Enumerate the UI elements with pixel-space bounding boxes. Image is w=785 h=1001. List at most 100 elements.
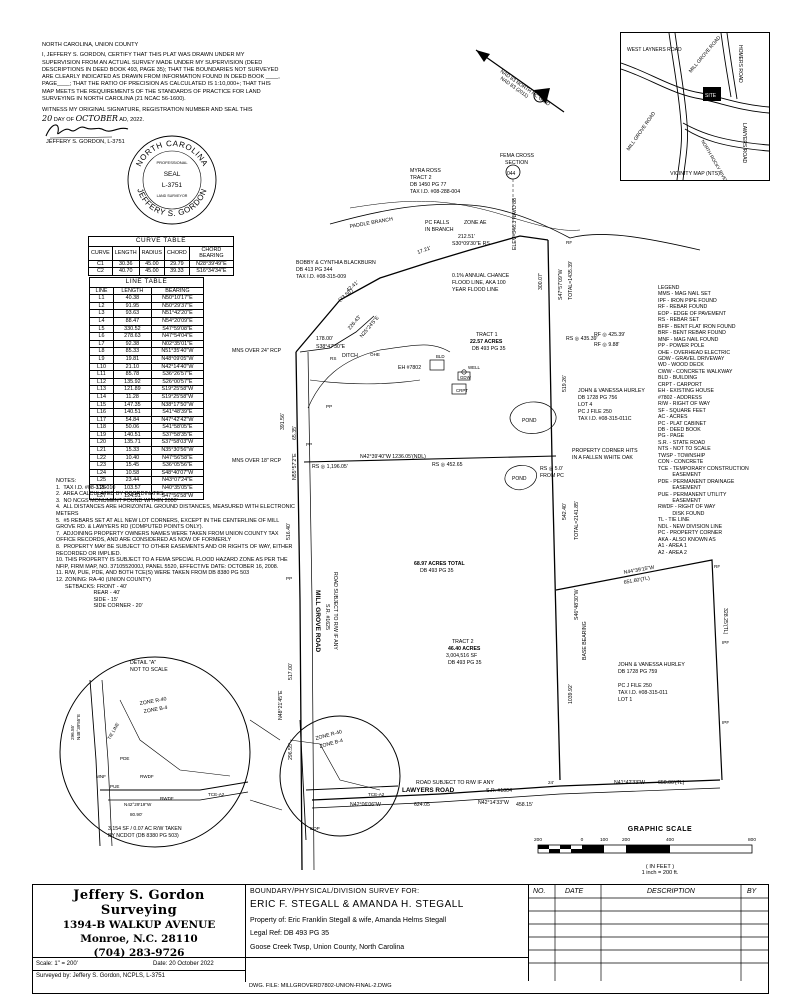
note-line: NOTES: <box>56 478 77 484</box>
rs-50: RS ◎ 5.0' <box>540 466 563 472</box>
seal-surveyor: LAND SURVEYOR <box>157 194 188 198</box>
carport-building <box>451 383 467 395</box>
legend-item: DISK FOUND <box>658 510 705 517</box>
detail-zone-r40: ZONE R-40 <box>139 696 167 707</box>
annual-chance-1: 0.1% ANNUAL CHANCE <box>452 273 510 279</box>
curve-table: CURVE TABLE CURVE LENGTH RADIUS CHORD CH… <box>88 236 235 276</box>
detail-mnf: MNF <box>96 774 106 779</box>
firm-address-2: Monroe, N.C. 28110 <box>80 933 198 945</box>
legend-item: EOP - EDGE OF PAVEMENT <box>658 310 727 317</box>
mill-grove-label: MILL GROVE ROAD <box>314 590 321 652</box>
scale-tick-label: 0 <box>581 837 584 843</box>
curve-header-cell: LENGTH <box>111 245 140 261</box>
detail-a-title: DETAIL "A" <box>130 660 156 666</box>
certificate-day: 20 <box>42 113 53 123</box>
certificate-state: NORTH CAROLINA, UNION COUNTY <box>42 42 139 48</box>
dist-458: 458.15' <box>516 802 533 808</box>
lawyers-road-label: LAWYERS ROAD <box>402 787 455 794</box>
graphic-scale: GRAPHIC SCALE 200 0 100 200 400 800 ( IN… <box>530 826 760 876</box>
hurley2-db: DB 1728 PG 759 <box>618 669 657 675</box>
graphic-scale-ratio: 1 inch = 200 ft. <box>641 870 679 876</box>
surveyed-by: Surveyed by: Jeffery S. Gordon, NCPLS, L… <box>36 973 165 979</box>
detail-pde: PDE <box>120 756 129 761</box>
tract2-acres: 46.40 ACRES <box>448 646 481 652</box>
dist-1721: 17.21' <box>417 245 432 255</box>
legend-item: BFIF - BENT FLAT IRON FOUND <box>658 323 736 330</box>
paddle-branch-label: PADDLE BRANCH <box>349 216 393 230</box>
ndl-line-label: N42°39'40"W 1236.05'(NDL) <box>360 454 426 460</box>
legend-item: SF - SQUARE FEET <box>658 407 706 414</box>
scale-tick-label: 200 <box>534 837 542 843</box>
bearing-n48-21: N48°21'45"E <box>278 690 284 720</box>
firm-name: Jeffery S. Gordon Surveying <box>73 888 205 918</box>
hurley2-tax: TAX I.D. #08-315-011 <box>618 690 668 696</box>
dist-519: 519.26' <box>562 375 568 392</box>
date-label: Date: 20 October 2022 <box>153 961 214 967</box>
legend-item: R/W - RIGHT OF WAY <box>658 401 711 408</box>
detail-b-circle <box>279 715 401 837</box>
detail-bearing: N42°29'19"W <box>124 802 152 807</box>
blackburn-db: DB 413 PG 344 <box>296 267 332 273</box>
rf-marker: RF <box>566 240 572 245</box>
mill-grove-rw: ROAD SUBJECT TO R/W IF ANY <box>332 572 338 650</box>
ipf-marker: IPF <box>722 640 729 645</box>
tract2-db: DB 493 PG 35 <box>448 660 482 666</box>
firm-address-1: 1394-B WALKUP AVENUE <box>62 919 216 931</box>
scale-tick-label: 100 <box>600 837 608 843</box>
blackburn-label: BOBBY & CYNTHIA BLACKBURN <box>296 260 376 266</box>
detail-tce-a2: TCE-A2 <box>208 792 225 797</box>
vicinity-label-lawyers: LAWYERS ROAD <box>741 123 747 163</box>
east-boundary <box>547 239 561 781</box>
surveyed-row: Surveyed by: Jeffery S. Gordon, NCPLS, L… <box>33 971 246 982</box>
ohe-label: OHE <box>370 352 380 357</box>
detail-taken-1: 3,154 SF / 0.07 AC R/W TAKEN <box>108 826 182 832</box>
vicinity-map-caption: VICINITY MAP (NTS) <box>670 171 720 177</box>
north-boundary <box>295 235 549 353</box>
pp-marker: PP <box>326 404 332 409</box>
dist-542: 542.40' <box>562 503 568 520</box>
rf-425: RF ◎ 425.39' <box>594 332 625 338</box>
dist-300: 300.07' <box>538 273 544 290</box>
note-line: 3. NO NCGS MONUMENT FOUND WITHIN 2000' <box>56 497 178 504</box>
legend-item: EASEMENT <box>658 472 701 479</box>
hurley1-db: DB 1728 PG 756 <box>578 395 617 401</box>
eop-label: EOP <box>310 826 320 831</box>
firm-phone: (704) 283-9726 <box>93 947 185 959</box>
note-line: 12. ZONING: RA-40 (UNION COUNTY) <box>56 576 151 583</box>
rs-452: RS ◎ 452.65 <box>432 462 463 468</box>
graphic-scale-title: GRAPHIC SCALE <box>627 826 693 833</box>
location: Goose Creek Twsp, Union County, North Ca… <box>250 944 405 951</box>
line-table-cell: S47°56'58"W <box>150 491 205 501</box>
dist-650: 650.06'(TL) <box>658 780 685 786</box>
sr-1004: S.R. #1004 <box>486 788 512 794</box>
bearing-s30: S30°09'30"E RS <box>452 241 490 247</box>
hurley2-pc: PC J FILE 250 <box>618 683 652 689</box>
mns-24: MNS OVER 24" RCP <box>232 348 282 354</box>
legend-item: PG - PAGE <box>658 433 685 440</box>
dist-516: 516.40' <box>286 523 292 540</box>
bearing-n55: N55°57'2"E <box>292 453 298 480</box>
dwg-file: DWG. FILE: MILLGROVERD7802-UNION-FINAL-2… <box>249 983 392 989</box>
rev-header-no: NO. <box>533 888 546 895</box>
rf-marker-2: RF <box>714 564 720 569</box>
dist-296: 296.55' <box>288 743 294 760</box>
rf-988: RF ◎ 9.88' <box>594 342 619 348</box>
mill-grove-road-west <box>295 351 303 871</box>
curve-table-header: CURVE LENGTH RADIUS CHORD CHORD BEARING <box>88 245 235 261</box>
note-line: 4. ALL DISTANCES ARE HORIZONTAL GROUND D… <box>56 504 297 517</box>
graphic-scale-unit: ( IN FEET ) <box>645 864 675 870</box>
certificate-year: AD, 2022. <box>119 116 145 123</box>
rs-435: RS ◎ 435.39' <box>566 336 597 342</box>
flood-line <box>349 200 581 231</box>
legend-item: AKA - ALSO KNOWN AS <box>658 536 716 543</box>
paddle-branch-line <box>329 203 701 251</box>
legend-item: A1 - AREA 1 <box>658 543 687 550</box>
well-symbol <box>461 369 467 375</box>
pond-label: POND <box>522 418 537 424</box>
legend-item: S.R. - STATE ROAD <box>658 439 706 446</box>
